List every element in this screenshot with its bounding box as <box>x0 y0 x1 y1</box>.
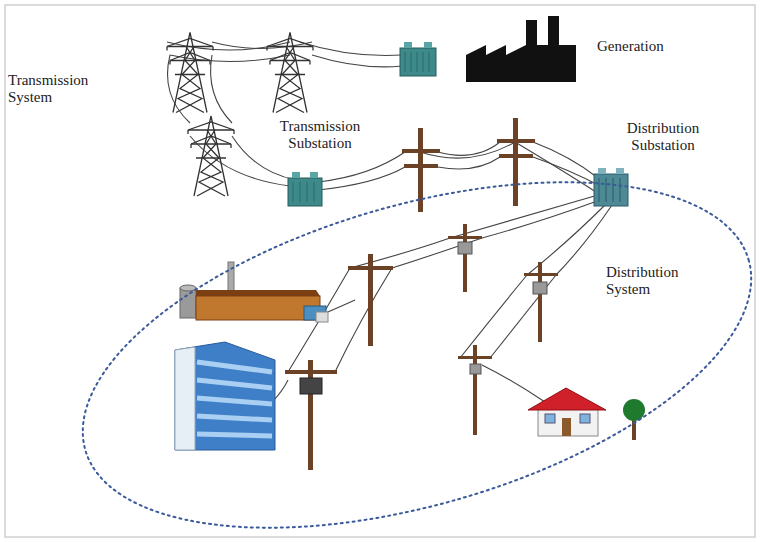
part-label: Generation <box>597 38 707 55</box>
region-outline: Distribution System <box>40 150 760 542</box>
part-label: Transmission Substation <box>262 118 378 152</box>
dotted-ellipse <box>40 150 760 542</box>
part-label: Transmission System <box>8 72 100 106</box>
part-label: Distribution Substation <box>600 120 726 154</box>
region-label: Distribution System <box>606 264 722 298</box>
